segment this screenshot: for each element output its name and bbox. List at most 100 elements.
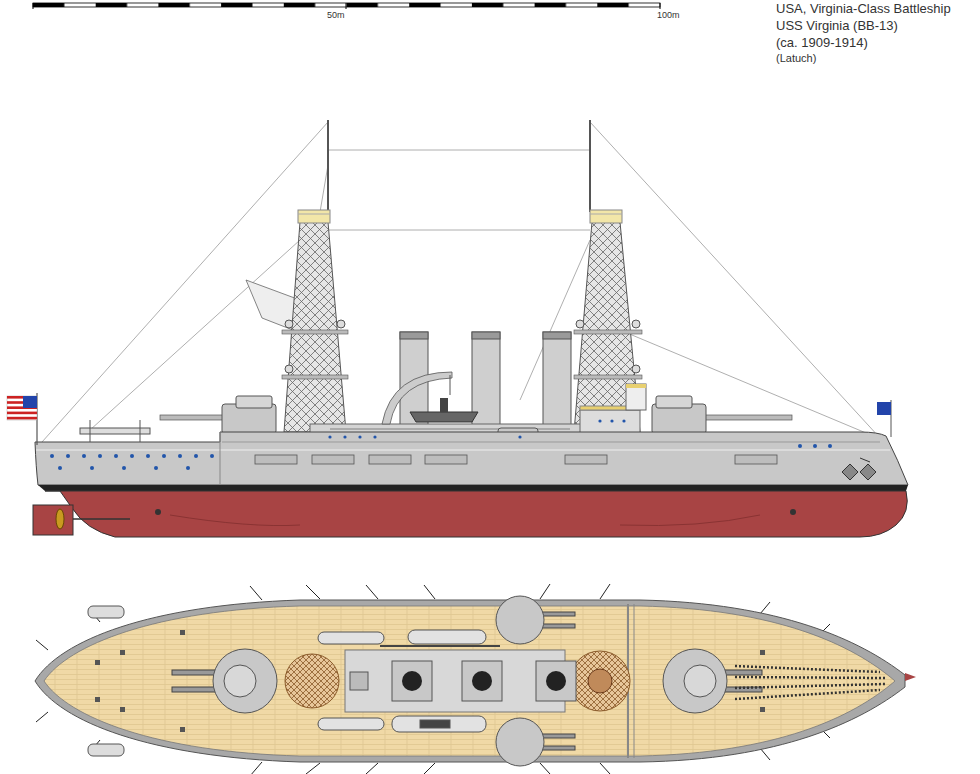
rigging-part <box>328 150 590 151</box>
funnels-part <box>400 332 428 339</box>
spars-part <box>366 585 378 599</box>
rigging-part <box>590 122 880 438</box>
hull-part <box>73 518 130 520</box>
anchor-chains-part <box>735 677 885 678</box>
masts-part <box>298 210 330 223</box>
hull-part <box>220 432 221 485</box>
flags-part <box>7 396 37 420</box>
anchor-chains-part <box>735 684 885 688</box>
scale-bar-part <box>33 3 34 9</box>
funnels-part <box>543 332 571 427</box>
plan-hull-part <box>35 600 905 762</box>
hull-part <box>45 491 907 537</box>
rigging-part <box>42 122 328 442</box>
scale-bar-part <box>346 3 347 9</box>
plan-superstructure-part <box>392 661 432 701</box>
plan-turrets <box>172 596 762 766</box>
masts-part <box>590 214 622 215</box>
turrets-part <box>700 415 792 420</box>
hull-part <box>56 509 64 529</box>
spars-part <box>760 602 770 614</box>
masts-part <box>282 330 348 334</box>
plan-fittings-part <box>180 630 185 635</box>
date-range: (ca. 1909-1914) <box>776 35 868 51</box>
plan-stern-boats-part <box>88 744 124 756</box>
spars-part <box>306 763 320 774</box>
flags-part <box>23 396 37 408</box>
hull-part <box>222 442 880 443</box>
superstructure-part <box>580 410 640 434</box>
portholes-part <box>373 435 376 438</box>
portholes-part <box>130 454 134 458</box>
portholes-part <box>82 454 86 458</box>
casemates-part <box>369 455 411 464</box>
hull-part <box>33 505 73 535</box>
scale-label: 100m <box>657 10 680 21</box>
bow-ornament-part <box>842 464 858 480</box>
anchor-chains-part <box>735 666 880 672</box>
portholes-part <box>50 454 54 458</box>
superstructure-part <box>440 398 448 412</box>
portholes-part <box>146 454 150 458</box>
bow-ornament <box>842 458 876 480</box>
casemates-part <box>425 455 467 464</box>
author-credit: (Latuch) <box>776 52 816 65</box>
portholes-part <box>598 419 601 422</box>
plan-turrets-part <box>496 596 544 644</box>
masts-part <box>632 365 640 373</box>
plan-superstructure-part <box>350 672 368 690</box>
portholes-part <box>328 435 331 438</box>
portholes-part <box>828 444 832 448</box>
plan-turrets-part <box>684 665 716 697</box>
rigging <box>42 122 880 442</box>
portholes-part <box>610 419 613 422</box>
portholes-part <box>90 466 94 470</box>
plan-fittings-part <box>95 697 100 702</box>
masts-part <box>632 320 640 328</box>
hull-part <box>36 450 890 451</box>
plan-superstructure-part <box>345 650 565 712</box>
plan-hull-part <box>905 673 916 681</box>
plan-superstructure-part <box>536 661 576 701</box>
portholes-part <box>58 466 62 470</box>
casemates-part <box>312 455 354 464</box>
portholes-part <box>66 454 70 458</box>
plan-turrets-part <box>213 649 277 713</box>
bow-ornament-part <box>860 464 876 480</box>
ship-name: USS Virginia (BB-13) <box>776 18 898 34</box>
masts-part <box>284 222 346 432</box>
portholes-part <box>186 466 190 470</box>
anchor-chains <box>735 666 885 699</box>
sail <box>246 280 300 332</box>
plan-fittings-part <box>120 707 125 712</box>
superstructure-part <box>410 412 478 422</box>
superstructure-part <box>626 384 646 410</box>
flags-part <box>7 412 37 415</box>
spars-part <box>600 584 610 599</box>
plan-boats-part <box>318 632 384 644</box>
plan-boats-part <box>420 720 450 728</box>
turrets-part <box>656 396 692 408</box>
hull-part <box>790 509 796 515</box>
casemates-part <box>565 455 607 464</box>
portholes-part <box>798 444 802 448</box>
masts-part <box>576 320 584 328</box>
plan-cage-masts-part <box>285 654 339 708</box>
rigging-part <box>620 330 878 438</box>
hull-part <box>35 432 908 485</box>
masts-part <box>589 120 591 212</box>
flags-part <box>877 402 891 415</box>
funnels-part <box>543 332 571 339</box>
portholes-part <box>98 454 102 458</box>
portholes-part <box>622 419 625 422</box>
plan-fittings-part <box>760 707 765 712</box>
funnels-part <box>472 332 500 339</box>
plan-cage-masts <box>285 651 630 711</box>
masts-part <box>285 320 293 328</box>
sail-part <box>246 280 300 332</box>
spars-part <box>540 763 550 774</box>
masts-part <box>590 210 622 223</box>
plan-stern-boats <box>88 606 124 756</box>
masts-part <box>285 365 293 373</box>
